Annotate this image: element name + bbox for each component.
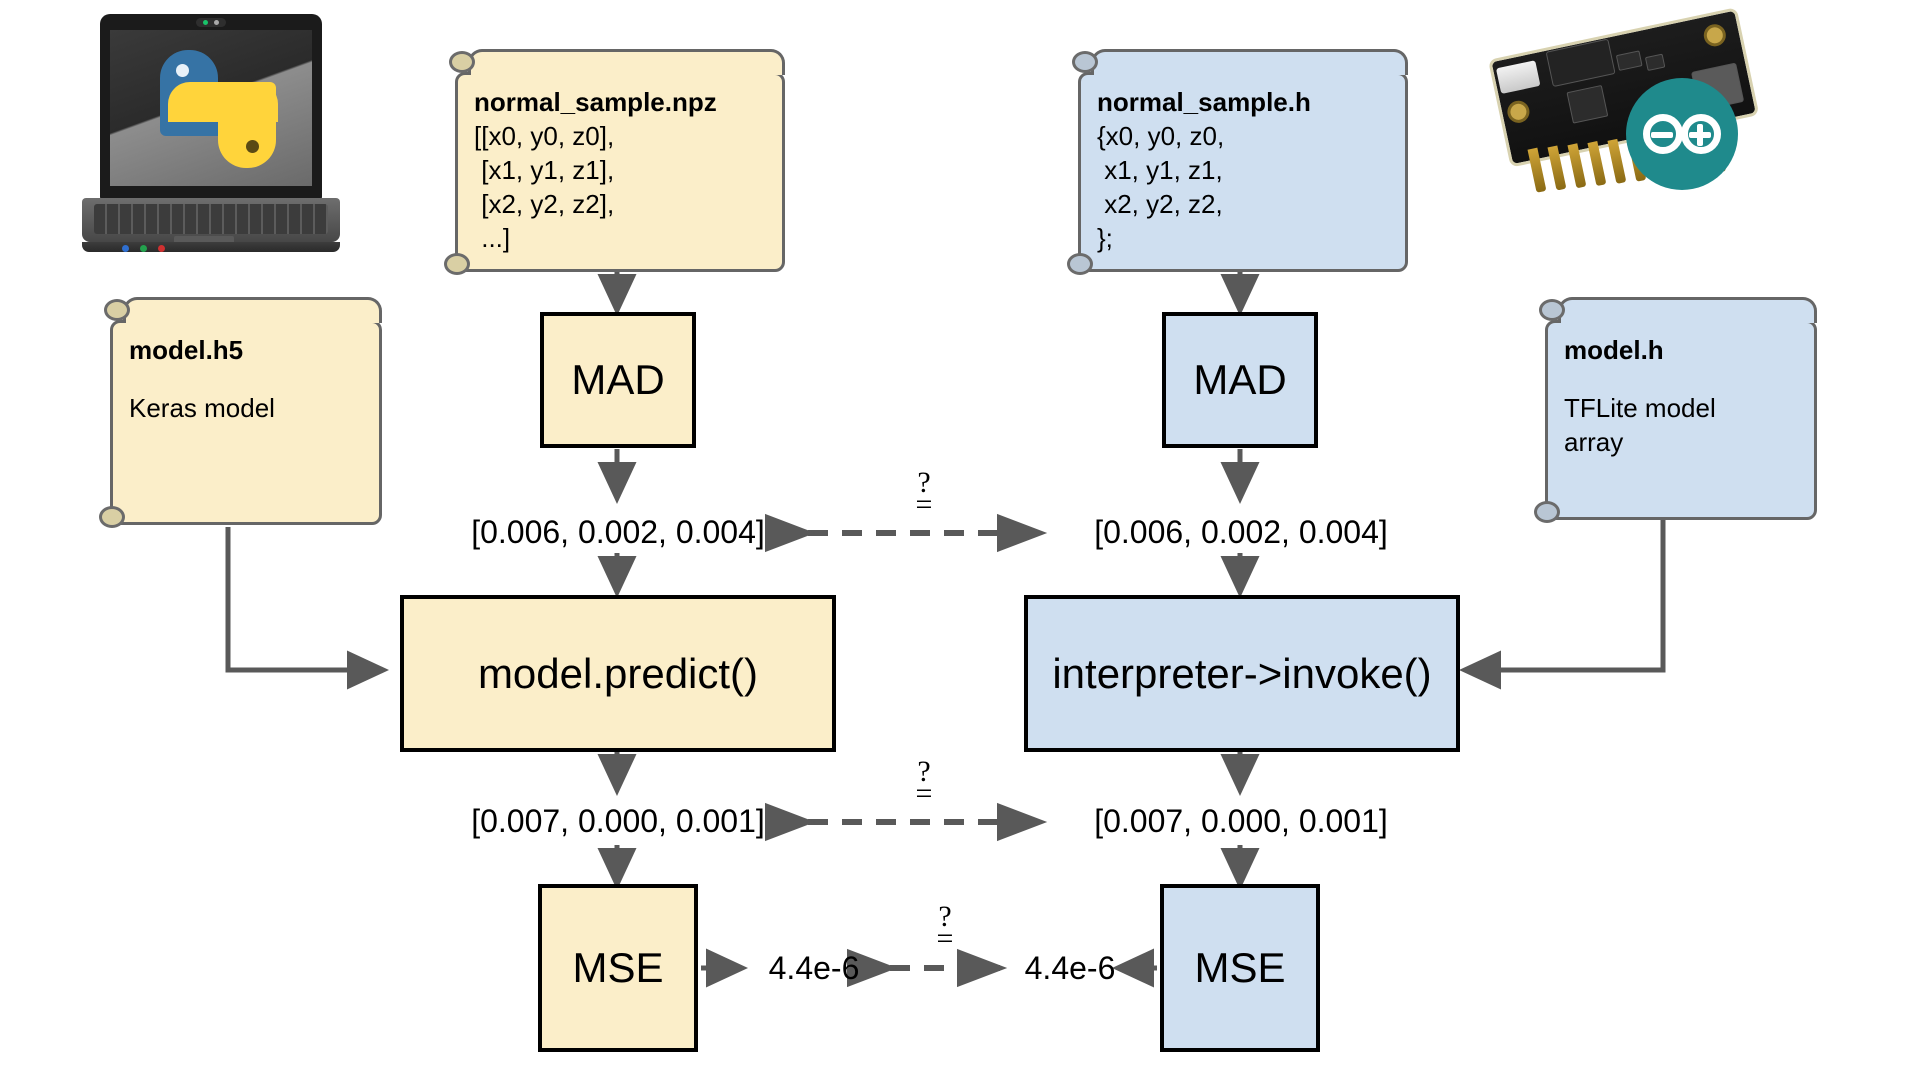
note-title: model.h5 — [129, 335, 244, 365]
prediction-equality-check: ? = — [915, 755, 933, 810]
box-right-mse[interactable]: MSE — [1160, 884, 1320, 1052]
note-normal-sample-h: normal_sample.h {x0, y0, z0, x1, y1, z1,… — [1067, 49, 1408, 275]
right-metric-value: 4.4e-6 — [1024, 949, 1116, 986]
right-prediction-value: [0.007, 0.000, 0.001] — [1094, 802, 1388, 839]
right-features-value: [0.006, 0.002, 0.004] — [1094, 513, 1388, 550]
left-prediction-value: [0.007, 0.000, 0.001] — [471, 802, 765, 839]
box-label: MAD — [1193, 356, 1287, 403]
note-model-h5: model.h5 Keras model — [99, 297, 382, 528]
features-equality-check: ? = — [915, 466, 933, 521]
note-title: model.h — [1564, 335, 1664, 365]
note-title: normal_sample.h — [1097, 87, 1311, 117]
box-left-mad[interactable]: MAD — [540, 312, 696, 448]
box-label: MSE — [572, 944, 664, 991]
metric-equality-check: ? = — [936, 900, 954, 955]
left-features-value: [0.006, 0.002, 0.004] — [471, 513, 765, 550]
python-logo-icon — [160, 50, 278, 168]
box-label: MSE — [1194, 944, 1286, 991]
note-body: {x0, y0, z0, x1, y1, z1, x2, y2, z2, }; — [1097, 121, 1225, 253]
box-interpreter-invoke[interactable]: interpreter->invoke() — [1024, 595, 1460, 752]
box-label: model.predict() — [477, 649, 759, 697]
note-body: TFLite model array — [1564, 393, 1716, 457]
note-title: normal_sample.npz — [474, 87, 717, 117]
arrow-model-h5-to-predict — [225, 527, 390, 690]
arrow-model-h-to-invoke — [1458, 520, 1666, 690]
box-left-mse[interactable]: MSE — [538, 884, 698, 1052]
python-laptop-image — [82, 14, 342, 259]
arduino-nano-board-image — [1478, 7, 1778, 248]
note-model-h: model.h TFLite model array — [1534, 297, 1817, 523]
arduino-infinity-logo-icon — [1626, 78, 1738, 190]
note-normal-sample-npz: normal_sample.npz [[x0, y0, z0], [x1, y1… — [444, 49, 785, 275]
note-body: Keras model — [129, 393, 275, 423]
note-body: [[x0, y0, z0], [x1, y1, z1], [x2, y2, z2… — [474, 121, 615, 253]
box-right-mad[interactable]: MAD — [1162, 312, 1318, 448]
box-label: MAD — [571, 356, 665, 403]
box-model-predict[interactable]: model.predict() — [400, 595, 836, 752]
box-label: interpreter->invoke() — [1052, 649, 1432, 697]
left-metric-value: 4.4e-6 — [768, 949, 860, 986]
